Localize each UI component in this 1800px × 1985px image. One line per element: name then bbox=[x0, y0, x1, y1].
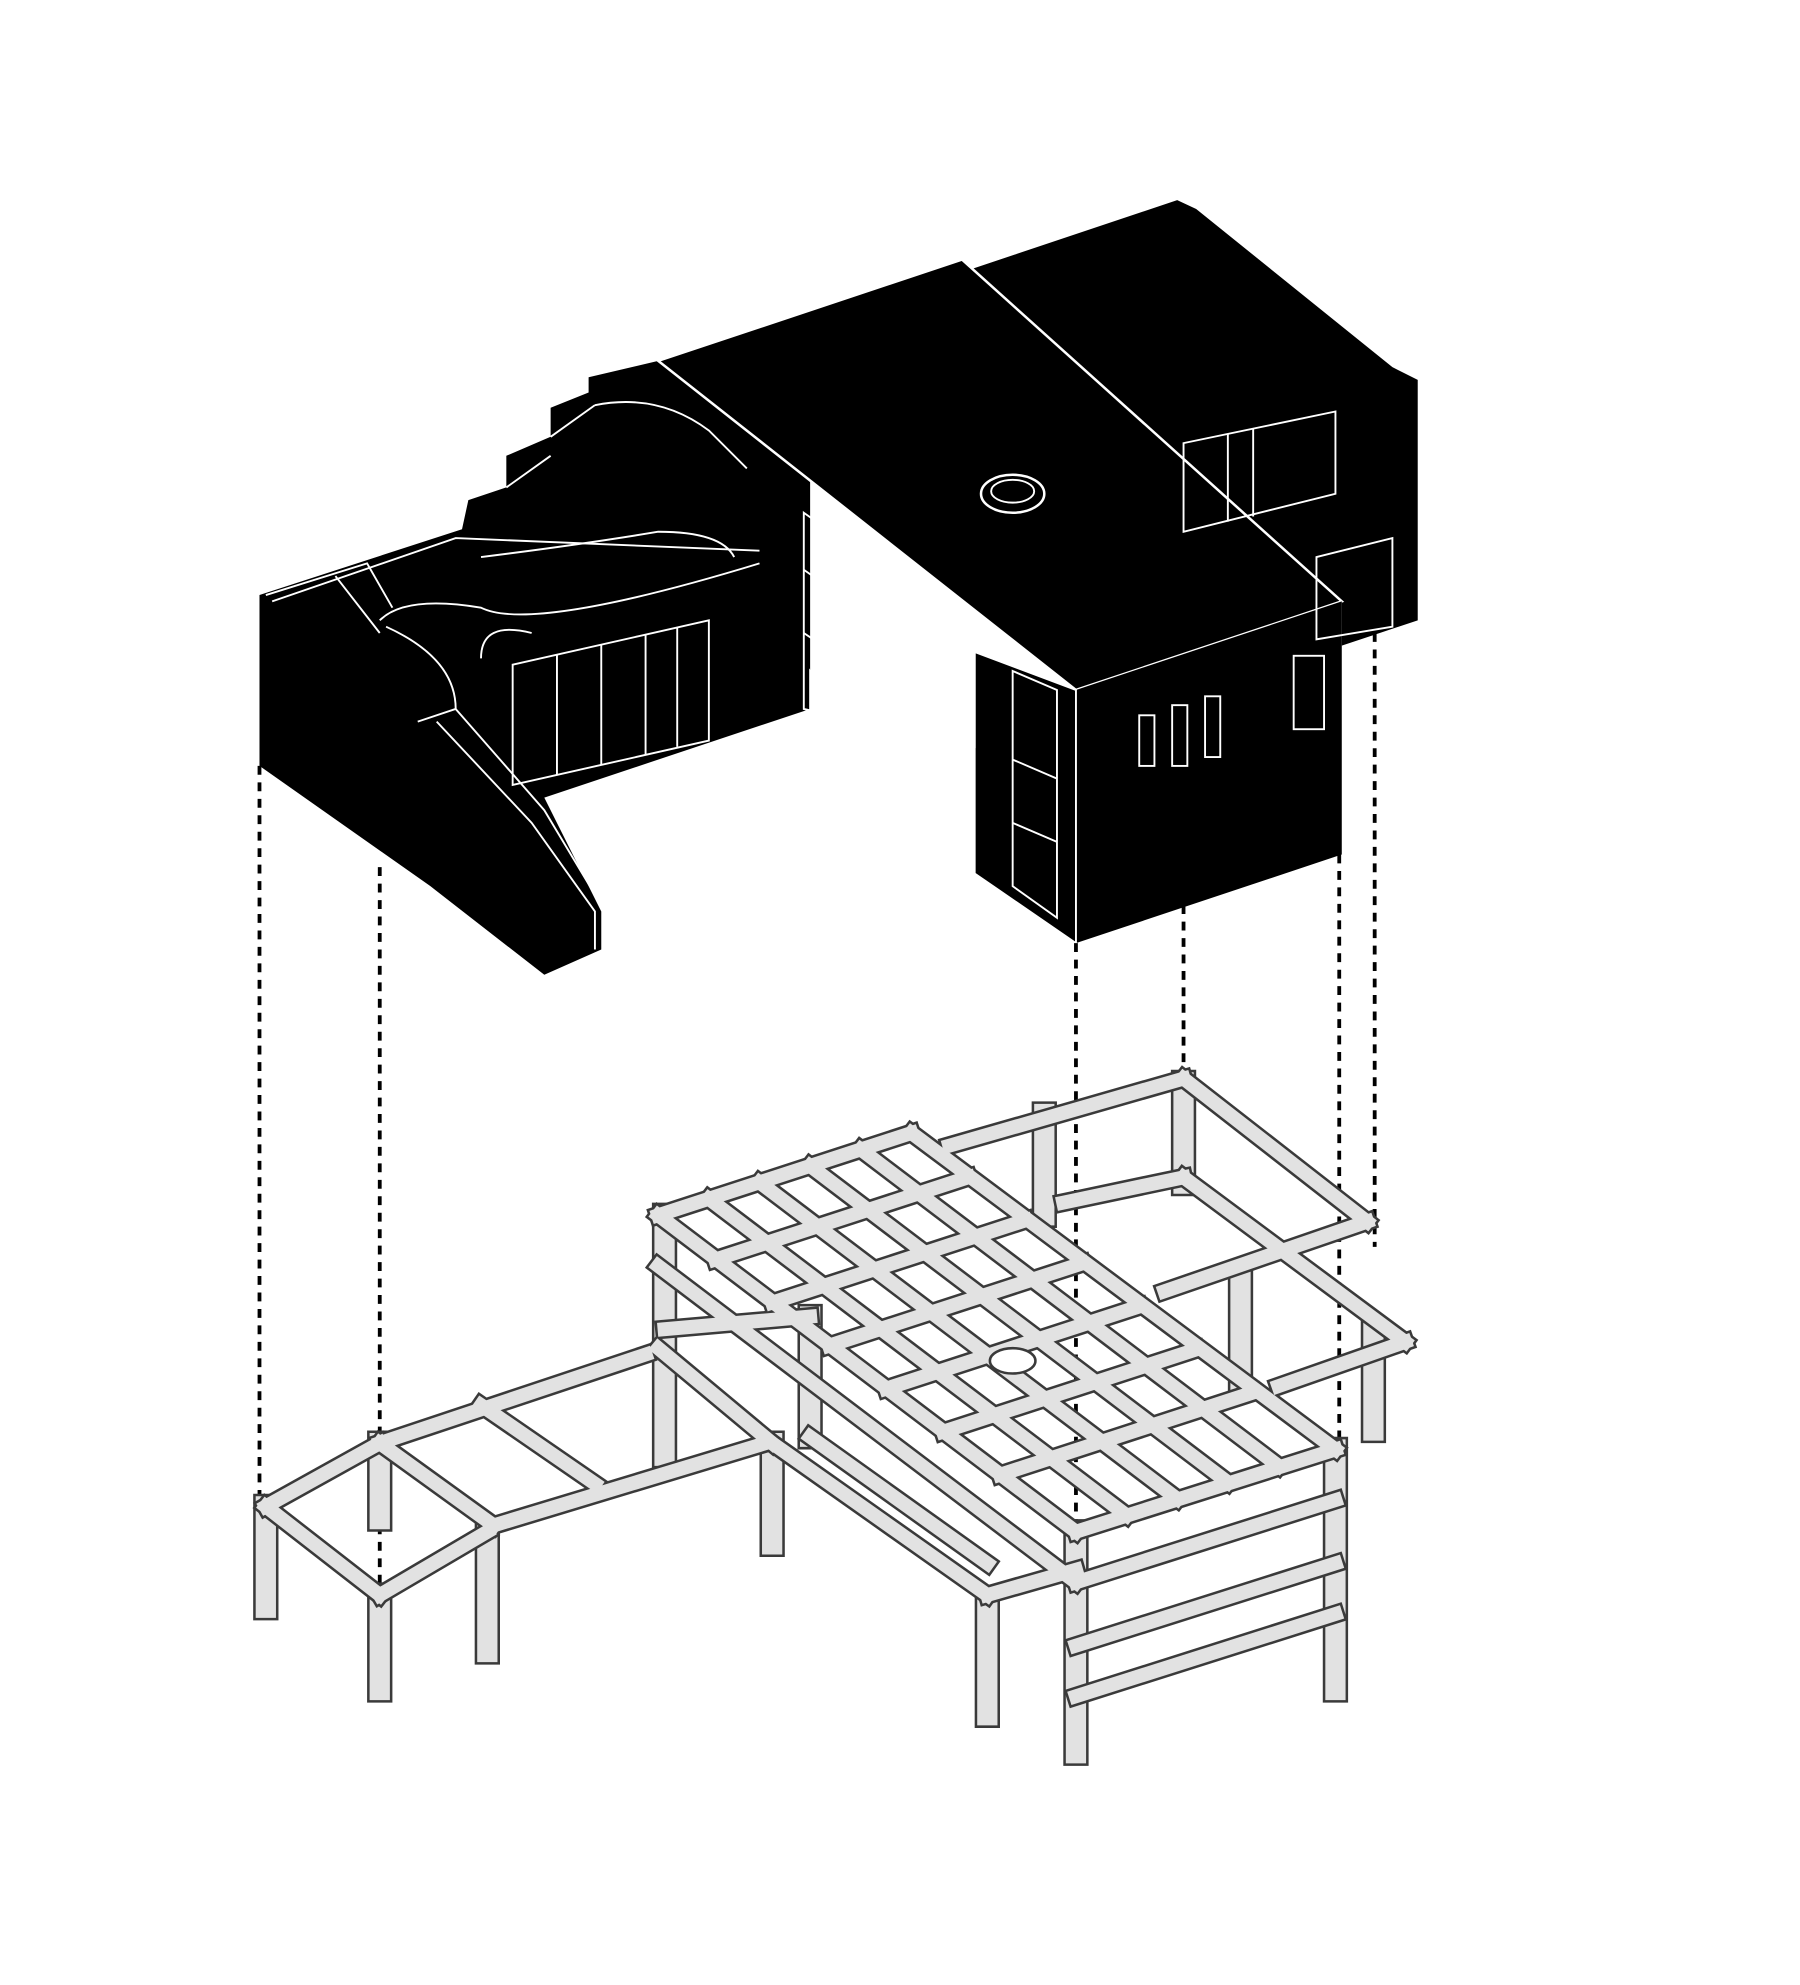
frame-beam bbox=[1067, 1554, 1345, 1655]
alignment-guide-lines bbox=[257, 633, 1377, 1598]
frame-beam bbox=[256, 1496, 390, 1605]
frame-beam bbox=[1173, 1167, 1415, 1352]
frame-beam bbox=[648, 1256, 1086, 1593]
frame-beam bbox=[256, 1433, 390, 1516]
main-block-side-face bbox=[973, 650, 1077, 945]
frame-beam bbox=[934, 1340, 1205, 1441]
building-massing bbox=[259, 200, 1418, 975]
frame-skylight-opening bbox=[988, 1346, 1037, 1375]
frame-beam bbox=[648, 1338, 782, 1453]
frame-beam bbox=[1067, 1491, 1345, 1592]
structural-frame bbox=[252, 1065, 1419, 1766]
frame-beam bbox=[762, 1433, 998, 1605]
right-wing-block bbox=[962, 200, 1418, 646]
frame-beam bbox=[991, 1383, 1262, 1484]
frame-beam bbox=[820, 1254, 1092, 1355]
facade-windows bbox=[511, 410, 1394, 920]
frame-beam bbox=[940, 1069, 1193, 1155]
frame-beam bbox=[978, 1561, 1085, 1604]
frame-beam bbox=[706, 1168, 978, 1269]
left-wing-block bbox=[259, 360, 811, 975]
frame-beam bbox=[484, 1434, 775, 1535]
frame-beam bbox=[1055, 1169, 1192, 1211]
frame-beam bbox=[1269, 1332, 1414, 1396]
courtyard-stairs bbox=[265, 401, 760, 950]
roof-skylight-inner bbox=[990, 478, 1036, 504]
frame-beam bbox=[370, 1522, 497, 1605]
frame-beam bbox=[370, 1433, 504, 1536]
frame-beam bbox=[1155, 1212, 1376, 1301]
frame-beam bbox=[800, 1427, 998, 1574]
frame-beam bbox=[471, 1395, 605, 1494]
frame-beam bbox=[763, 1211, 1035, 1312]
frame-beam bbox=[1173, 1068, 1377, 1232]
frame-beam bbox=[1067, 1605, 1345, 1706]
frame-beam bbox=[901, 1123, 1346, 1460]
main-block-front-face bbox=[1075, 601, 1342, 944]
roof-skylight bbox=[979, 473, 1046, 515]
frame-beam bbox=[370, 1345, 655, 1452]
frame-beam bbox=[649, 1124, 921, 1225]
